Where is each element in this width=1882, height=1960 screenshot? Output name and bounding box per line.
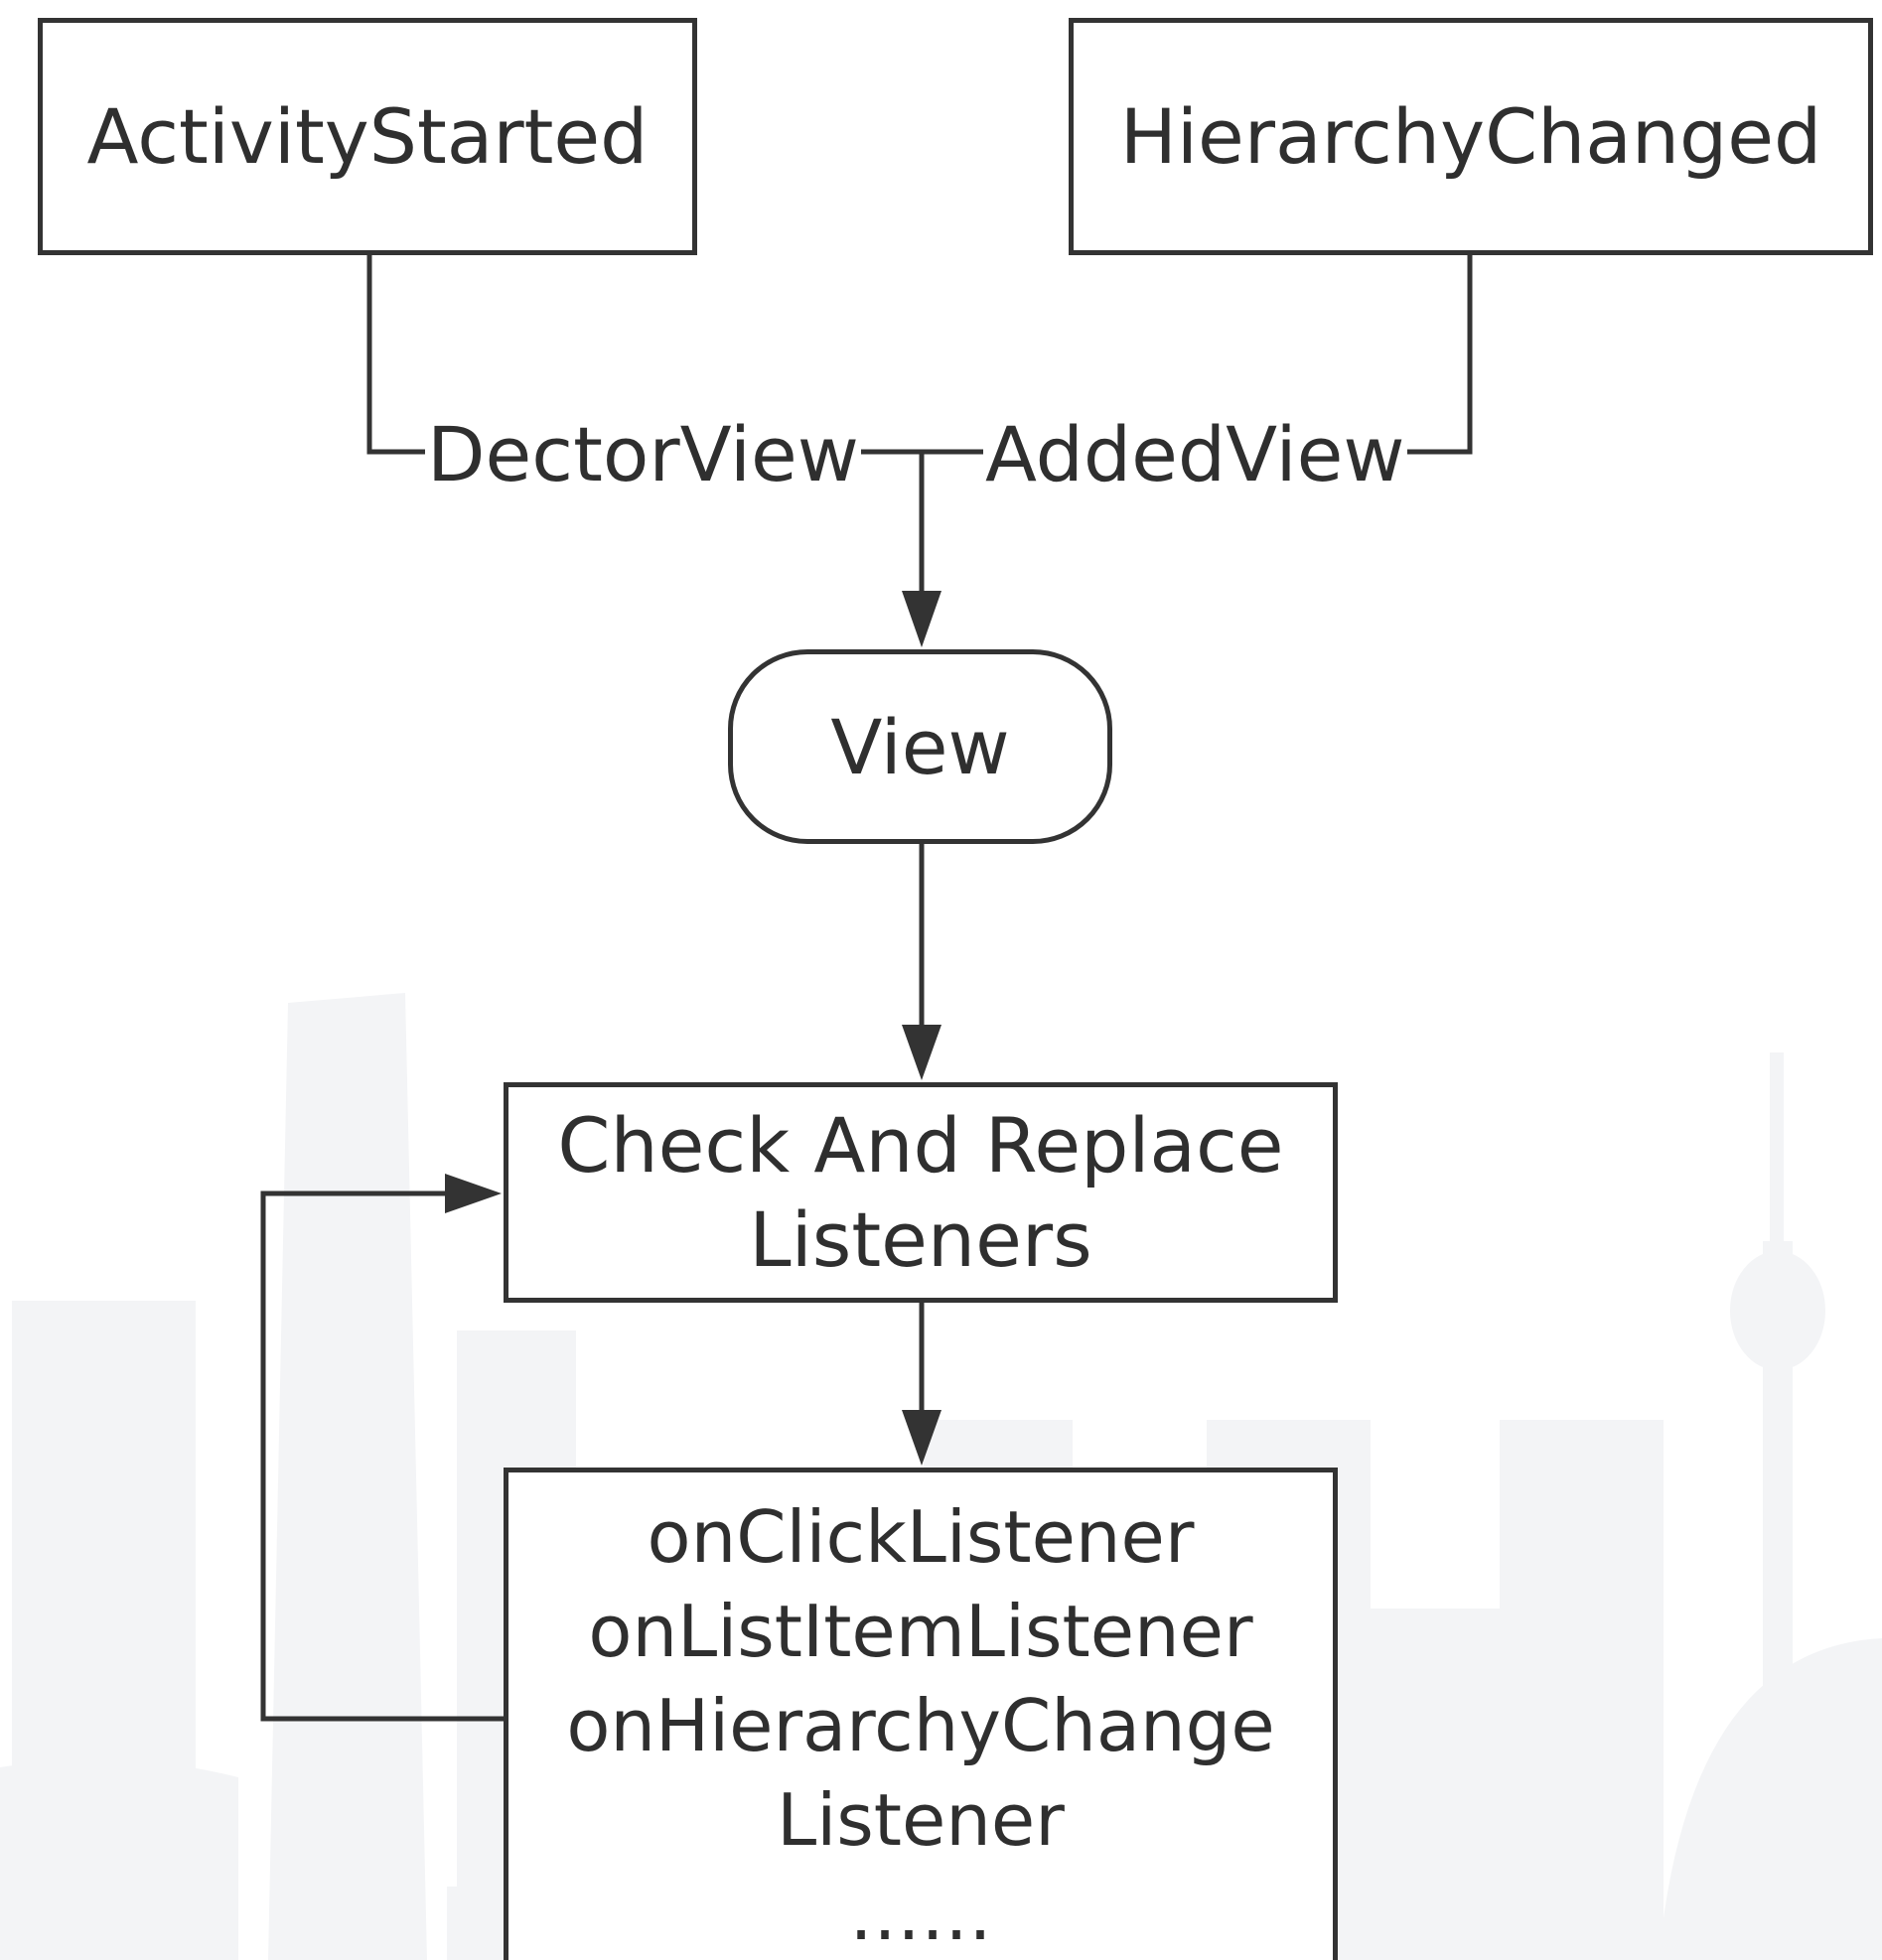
arrowhead-to-check <box>902 1025 941 1080</box>
listener-item: onListItemListener <box>588 1590 1253 1674</box>
listener-item: Listener <box>777 1778 1065 1863</box>
node-check-and-replace: Check And Replace Listeners <box>504 1082 1338 1303</box>
node-listeners-lines: onClickListener onListItemListener onHie… <box>566 1490 1274 1960</box>
listener-item: onHierarchyChange <box>566 1684 1275 1768</box>
connector-activity-started <box>366 255 427 455</box>
node-check-lines: Check And Replace Listeners <box>557 1098 1283 1287</box>
node-activity-started-label: ActivityStarted <box>86 92 649 181</box>
listener-ellipsis: …… <box>848 1873 992 1957</box>
node-activity-started: ActivityStarted <box>38 18 697 255</box>
node-hierarchy-changed-label: HierarchyChanged <box>1119 92 1822 181</box>
edge-label-dector-view: DectorView <box>425 410 861 498</box>
node-check-line: Listeners <box>749 1195 1092 1284</box>
node-check-line: Check And Replace <box>557 1101 1284 1190</box>
node-listeners: onClickListener onListItemListener onHie… <box>504 1468 1338 1960</box>
node-view-label: View <box>830 702 1010 791</box>
connector-loop-back <box>260 1190 504 1722</box>
node-hierarchy-changed: HierarchyChanged <box>1069 18 1873 255</box>
connector-hierarchy-changed <box>1405 255 1473 455</box>
edge-label-added-view: AddedView <box>983 410 1407 498</box>
listener-item: onClickListener <box>647 1495 1195 1579</box>
arrowhead-to-view <box>902 591 941 647</box>
arrowhead-loop-to-check <box>445 1174 502 1213</box>
arrowhead-to-listeners <box>902 1410 941 1466</box>
node-view: View <box>728 649 1112 844</box>
